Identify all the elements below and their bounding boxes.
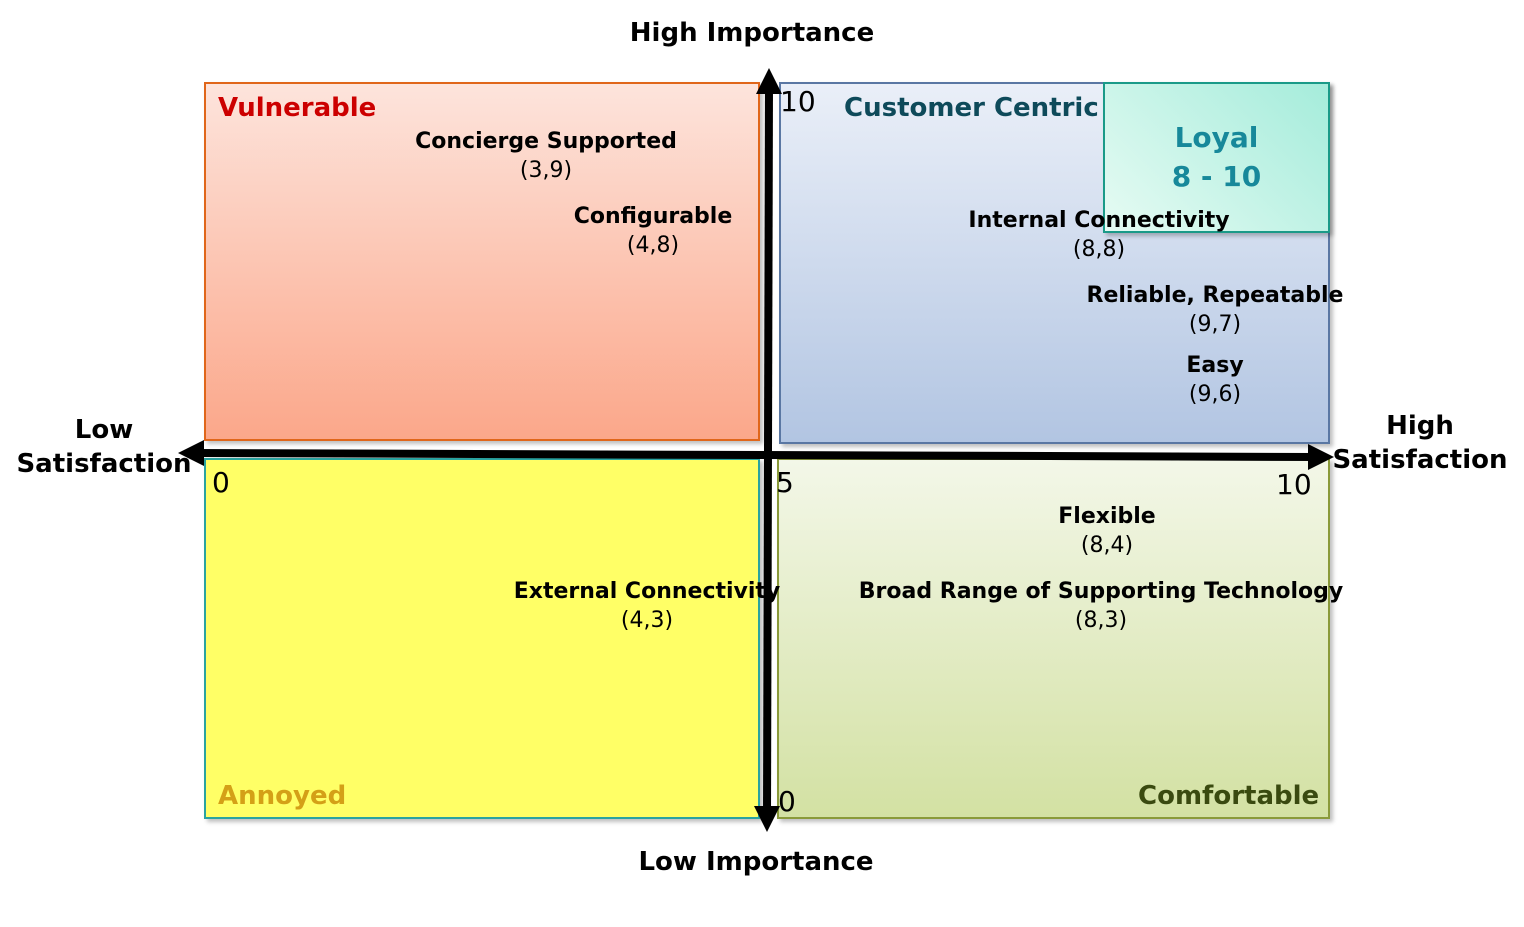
tick-y-10: 10 [780, 85, 816, 118]
axis-label-line: Satisfaction [16, 449, 192, 479]
tick-y-0: 0 [778, 785, 796, 818]
point-external-connectivity: External Connectivity(4,3) [513, 579, 781, 633]
axis-label-low-satisfaction: Low Satisfaction [14, 413, 194, 481]
point-broad-range-supporting-technology: Broad Range of Supporting Technology(8,3… [858, 579, 1344, 633]
label-annoyed: Annoyed [218, 781, 347, 811]
axis-label-line: High [1386, 411, 1454, 441]
axis-label-line: Satisfaction [1332, 445, 1508, 475]
axis-label-low-importance: Low Importance [638, 847, 874, 877]
arrow-up-icon [756, 68, 782, 94]
point-flexible: Flexible(8,4) [1058, 504, 1156, 558]
axis-label-high-satisfaction: High Satisfaction [1330, 409, 1510, 477]
axis-label-high-importance: High Importance [629, 18, 875, 48]
quadrant-comfortable [777, 458, 1330, 819]
zone-loyal [1103, 82, 1330, 233]
quadrant-annoyed [204, 458, 760, 819]
point-reliable-repeatable: Reliable, Repeatable(9,7) [1086, 283, 1344, 337]
arrow-down-icon [754, 806, 780, 832]
arrow-left-icon [178, 440, 204, 466]
point-configurable: Configurable(4,8) [573, 204, 733, 258]
label-vulnerable: Vulnerable [218, 93, 377, 123]
arrow-right-icon [1308, 444, 1334, 470]
label-loyal-range: 8 - 10 [1171, 160, 1262, 193]
horizontal-axis [178, 440, 1334, 470]
label-comfortable: Comfortable [1138, 781, 1320, 811]
vertical-axis [754, 68, 782, 832]
tick-x-0: 0 [212, 466, 230, 499]
point-easy: Easy(9,6) [1186, 353, 1244, 407]
tick-x-10: 10 [1276, 468, 1312, 501]
axis-label-line: Low [74, 415, 134, 445]
label-customer-centric: Customer Centric [844, 93, 1099, 123]
point-internal-connectivity: Internal Connectivity(8,8) [968, 208, 1230, 262]
point-concierge-supported: Concierge Supported(3,9) [415, 129, 677, 183]
label-loyal: Loyal [1174, 121, 1259, 154]
quadrant-vulnerable [204, 82, 760, 441]
tick-x-5: 5 [776, 466, 794, 499]
